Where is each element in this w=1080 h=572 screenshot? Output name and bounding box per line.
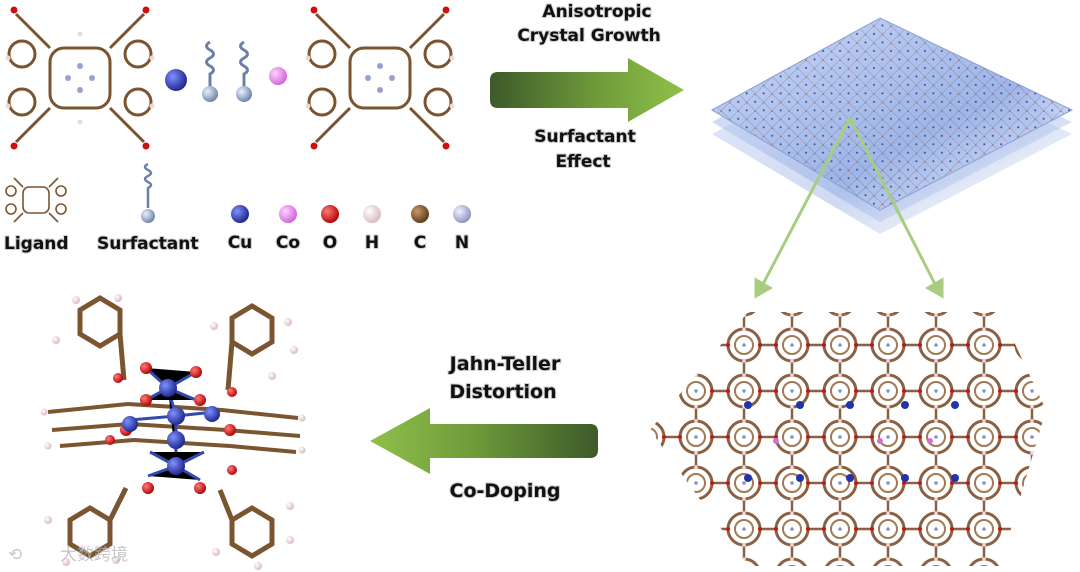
ligand-molecule-left xyxy=(6,7,155,150)
legend-cu-sphere-icon xyxy=(231,205,249,223)
jahn-teller-label-line2: Distortion xyxy=(449,381,556,403)
legend-c-sphere-icon xyxy=(411,205,429,223)
legend-co-label: Co xyxy=(276,233,300,253)
legend-o-sphere-icon xyxy=(321,205,339,223)
copper-cluster-structure xyxy=(41,294,306,570)
watermark-text: 大数跨境 xyxy=(60,545,128,565)
co-ion-sphere xyxy=(269,67,287,85)
legend-ligand-icon xyxy=(6,178,66,222)
anisotropic-label-line1: Anisotropic xyxy=(542,2,651,22)
jahn-teller-label-line1: Jahn-Teller xyxy=(448,353,561,375)
surfactant-effect-label-line1: Surfactant xyxy=(534,127,636,147)
legend-n-sphere-icon xyxy=(453,205,471,223)
watermark-logo-icon: ⟲ xyxy=(8,545,22,565)
legend-c-label: C xyxy=(414,233,426,253)
anisotropic-label-line2: Crystal Growth xyxy=(517,26,660,46)
legend-cu-label: Cu xyxy=(228,233,253,253)
co-doping-label: Co-Doping xyxy=(450,480,561,502)
legend-co-sphere-icon xyxy=(279,205,297,223)
legend-surfactant-icon xyxy=(141,164,155,223)
legend-surfactant-label: Surfactant xyxy=(97,234,199,254)
legend-h-sphere-icon xyxy=(363,205,381,223)
mof-framework-structure xyxy=(650,312,1046,566)
distortion-arrow xyxy=(370,408,598,474)
legend: Ligand Surfactant Cu Co O H C N xyxy=(4,164,471,254)
element-legend: Cu Co O H C N xyxy=(228,205,471,253)
legend-h-label: H xyxy=(365,233,379,253)
surfactant-effect-label-line2: Effect xyxy=(555,152,610,172)
legend-ligand-label: Ligand xyxy=(4,234,69,254)
cu-ion-sphere xyxy=(165,69,187,91)
surfactant-molecule xyxy=(236,42,252,102)
watermark: ⟲ 大数跨境 xyxy=(8,545,128,565)
legend-o-label: O xyxy=(323,233,337,253)
legend-n-label: N xyxy=(455,233,469,253)
growth-arrow xyxy=(490,58,684,122)
ligand-molecule-right xyxy=(306,7,455,150)
surfactant-molecule xyxy=(202,42,218,102)
